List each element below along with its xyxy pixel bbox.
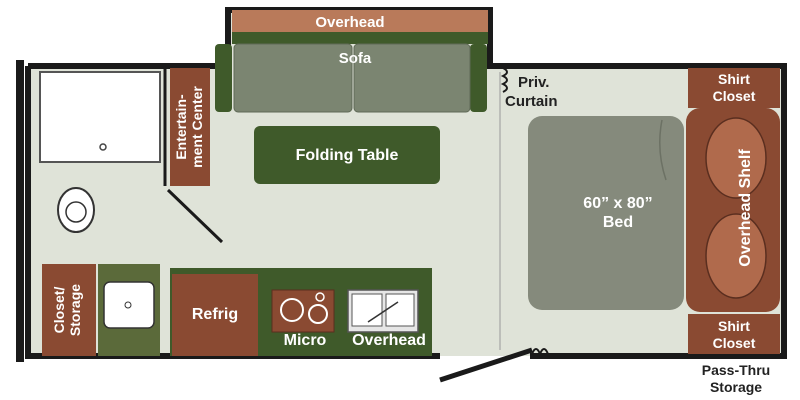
bath-door	[166, 188, 224, 244]
pass-thru-label-1: Pass-Thru	[702, 362, 770, 378]
door-steps	[531, 348, 549, 357]
bed-label-1: 60” x 80”	[583, 195, 652, 212]
rear-bumper	[16, 60, 24, 362]
bed-wrinkle	[659, 119, 667, 181]
priv-curtain-label-1: Priv.	[518, 74, 549, 91]
entertainment-label-1: Entertain-	[173, 94, 189, 160]
closet-storage-label-1: Closet/	[51, 287, 67, 334]
privacy-curtain	[500, 67, 508, 93]
refrig-label: Refrig	[192, 306, 238, 323]
overhead-shelf-pillow-top	[705, 117, 767, 199]
sofa-arm-right	[470, 44, 487, 112]
bed-label-2: Bed	[603, 214, 633, 231]
entertainment-label-2: ment Center	[189, 86, 205, 168]
priv-curtain-label-2: Curtain	[505, 93, 558, 110]
shirt-closet-bottom-label-1: Shirt	[718, 318, 750, 334]
sofa-cushion-right	[353, 43, 471, 113]
bath-sink	[103, 281, 155, 329]
pass-thru-label-2: Storage	[710, 379, 762, 395]
bed	[528, 116, 684, 310]
bath-sink-drain	[124, 301, 132, 309]
closet-storage-label-2: Storage	[67, 284, 83, 336]
sofa-cushion-left	[233, 43, 353, 113]
shirt-closet-bottom-label-2: Closet	[713, 335, 756, 351]
sofa-label: Sofa	[339, 50, 372, 67]
shirt-closet-bottom	[688, 314, 780, 354]
shirt-closet-top-label-1: Shirt	[718, 71, 750, 87]
closet-storage	[42, 264, 96, 356]
overhead-kitchen-label: Overhead	[352, 332, 426, 349]
sofa-arm-left	[215, 44, 232, 112]
sofa-base	[232, 32, 488, 44]
folding-table	[254, 126, 440, 184]
refrigerator	[172, 274, 258, 356]
overhead-top-label: Overhead	[315, 14, 384, 31]
micro-label: Micro	[284, 332, 327, 349]
kitchen-sink	[347, 289, 419, 333]
shower-drain	[99, 143, 107, 151]
entry-door	[439, 347, 533, 383]
shirt-closet-top	[688, 68, 780, 108]
folding-table-label: Folding Table	[296, 147, 399, 164]
entertainment-center	[170, 68, 210, 186]
overhead-shelf-pillow-bottom	[705, 213, 767, 299]
shirt-closet-top-label-2: Closet	[713, 88, 756, 104]
stove	[271, 289, 335, 333]
slide-overhead-cabinet	[232, 10, 488, 32]
overhead-shelf-label: Overhead Shelf	[737, 149, 754, 267]
toilet	[57, 187, 95, 233]
